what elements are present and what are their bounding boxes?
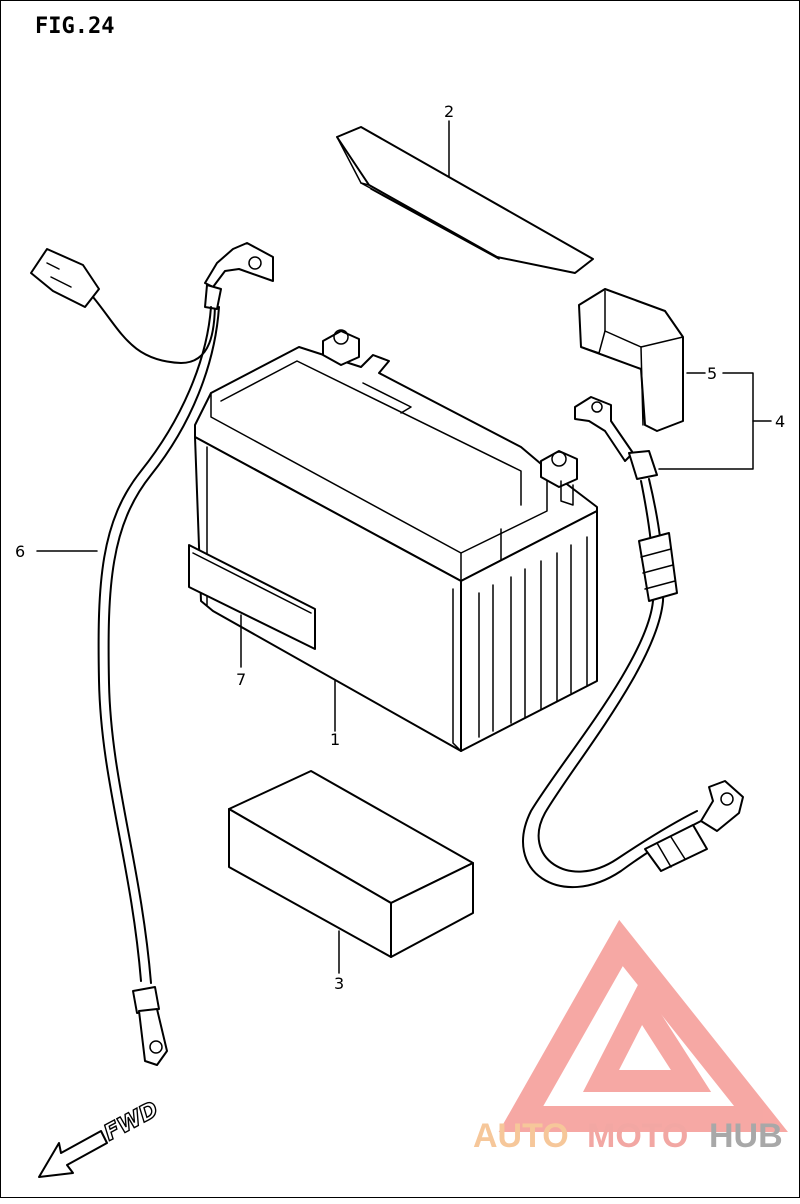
watermark-hub: HUB (709, 1117, 783, 1155)
callout-2: 2 (444, 102, 454, 121)
fwd-label: FWD (100, 1097, 163, 1146)
battery-plate (336, 126, 594, 274)
watermark-logo (498, 919, 788, 1132)
callout-6: 6 (15, 542, 25, 561)
leader-lines (36, 120, 772, 974)
watermark-moto: MOTO (587, 1117, 688, 1155)
callout-4: 4 (775, 412, 785, 431)
negative-lead-wire (30, 242, 274, 1066)
callout-5: 5 (707, 364, 717, 383)
watermark-auto: AUTO (473, 1117, 569, 1155)
callout-7: 7 (236, 670, 246, 689)
battery-spacer (228, 770, 474, 958)
callout-labels: 2 5 4 6 7 1 3 (15, 102, 785, 993)
positive-lead-wire (522, 396, 744, 889)
watermark-text: AUTO MOTO HUB (473, 1117, 783, 1155)
callout-1: 1 (330, 730, 340, 749)
figure-title: FIG.24 (35, 14, 114, 39)
forward-direction-arrow: FWD (38, 1097, 163, 1178)
terminal-cover (578, 288, 684, 432)
callout-3: 3 (334, 974, 344, 993)
battery (188, 329, 598, 752)
